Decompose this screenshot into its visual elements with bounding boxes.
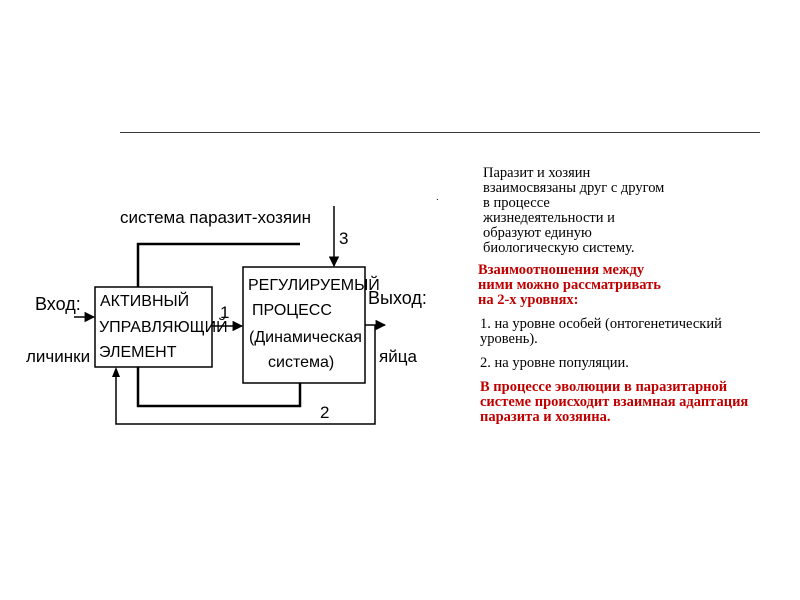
- bottom-loop-outer: [115, 325, 376, 425]
- active-block-line-2: УПРАВЛЯЮЩИЙ: [99, 317, 228, 336]
- description-text: Паразит и хозяин взаимосвязаны друг с др…: [478, 166, 768, 425]
- title-divider-line: [120, 132, 760, 133]
- regulated-block-line-1: РЕГУЛИРУЕМЫЙ: [248, 275, 380, 294]
- paragraph-evolution: В процессе эволюции в паразитарной систе…: [480, 379, 749, 425]
- regulated-block-line-3: (Динамическая: [249, 329, 362, 346]
- active-block-line-3: ЭЛЕМЕНТ: [99, 344, 177, 361]
- regulated-block-line-4: система): [268, 354, 334, 371]
- feedback-number-3: 3: [339, 229, 348, 248]
- top-loop-line: [136, 242, 300, 287]
- bottom-loop-arrowhead: [112, 367, 120, 377]
- active-control-block: [94, 286, 213, 368]
- forward-number-1: 1: [220, 303, 229, 322]
- feedback-number-2: 2: [320, 403, 329, 422]
- regulated-block-line-2: ПРОЦЕСС: [252, 302, 332, 319]
- paragraph-relations: Взаимоотношения между ними можно рассмат…: [478, 262, 661, 308]
- input-value: личинки: [26, 347, 90, 366]
- bottom-loop-inner: [136, 367, 302, 408]
- paragraph-intro: Паразит и хозяин взаимосвязаны друг с др…: [483, 165, 665, 256]
- bullet-marker: .: [436, 192, 439, 203]
- input-label: Вход:: [35, 294, 81, 314]
- system-label: система паразит-хозяин: [120, 208, 311, 227]
- output-label: Выход:: [368, 288, 427, 308]
- paragraph-level-2: 2. на уровне популяции.: [480, 355, 629, 371]
- paragraph-level-1: 1. на уровне особей (онтогенетический ур…: [480, 316, 722, 347]
- output-value: яйца: [379, 347, 417, 366]
- active-block-line-1: АКТИВНЫЙ: [100, 291, 189, 310]
